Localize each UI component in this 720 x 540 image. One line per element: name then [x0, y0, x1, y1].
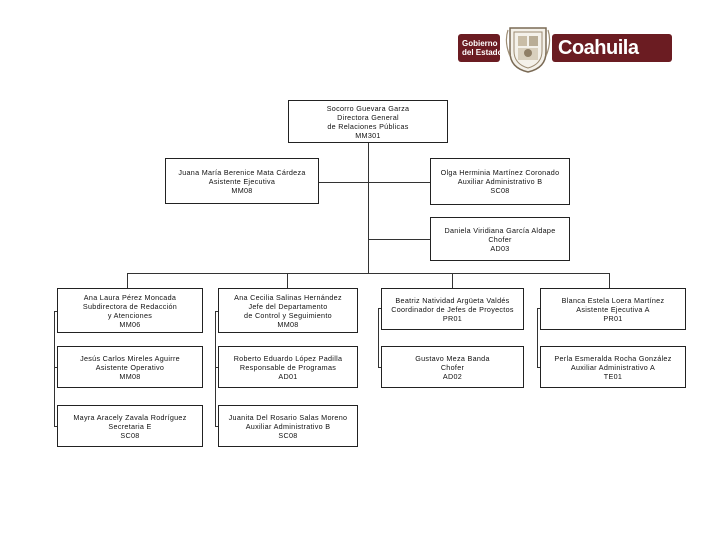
executive-assistant-a-box: Blanca Estela Loera Martínez Asistente E…: [540, 288, 686, 330]
position-code: SC08: [278, 430, 298, 440]
position-title: Chofer: [488, 234, 512, 244]
driver-box: Daniela Viridiana García Aldape Chofer A…: [430, 217, 570, 261]
col2-tick2: [215, 367, 218, 368]
position-code: SC08: [490, 186, 510, 195]
chauffeur-box: Gustavo Meza Banda Chofer AD02: [381, 346, 524, 388]
coahuila-government-logo: Gobierno del Estado Coahuila: [458, 22, 672, 74]
col4-spine: [537, 308, 538, 368]
person-name: Beatriz Natividad Argüeta Valdés: [395, 295, 510, 305]
col3-tick1: [378, 308, 381, 309]
position-title-2: y Atenciones: [107, 310, 153, 320]
position-code: AD01: [278, 371, 298, 381]
operative-assistant-box: Jesús Carlos Mireles Aguirre Asistente O…: [57, 346, 203, 388]
gobierno-del-estado-badge: Gobierno del Estado: [458, 34, 503, 62]
position-code: PR01: [603, 313, 623, 323]
position-title: Auxiliar Administrativo B: [457, 177, 543, 186]
position-code: PR01: [442, 313, 463, 323]
position-title-2: de Control y Seguimiento: [244, 310, 332, 320]
col1-drop: [127, 273, 128, 288]
position-title: Chofer: [440, 362, 465, 372]
person-name: Gustavo Meza Banda: [415, 353, 490, 363]
position-title: Directora General: [337, 112, 399, 122]
executive-assistant-box: Juana María Berenice Mata Cárdeza Asiste…: [165, 158, 319, 204]
driver-connector: [368, 239, 430, 240]
projects-coordinator-box: Beatriz Natividad Argüeta Valdés Coordin…: [381, 288, 524, 330]
administrative-assistant-b-box: Juanita Del Rosario Salas Moreno Auxilia…: [218, 405, 358, 447]
position-code: SC08: [120, 430, 140, 440]
position-title: Asistente Ejecutiva A: [576, 304, 650, 314]
position-code: MM08: [277, 319, 299, 329]
position-title: Responsable de Programas: [239, 362, 337, 372]
col1-spine: [54, 311, 55, 427]
person-name: Mayra Aracely Zavala Rodríguez: [73, 412, 187, 422]
position-code: AD02: [442, 371, 463, 381]
director-general-box: Socorro Guevara Garza Directora General …: [288, 100, 448, 143]
position-title: Jefe del Departamento: [248, 301, 328, 311]
col4-drop: [609, 273, 610, 288]
state-seal-icon: [505, 27, 551, 73]
position-title: Asistente Ejecutiva: [208, 176, 276, 186]
position-title: Asistente Operativo: [95, 362, 165, 372]
col1-tick2: [54, 367, 57, 368]
col3-spine: [378, 308, 379, 368]
col2-spine: [215, 311, 216, 427]
col1-tick1: [54, 311, 57, 312]
col2-drop: [287, 273, 288, 288]
col4-tick2: [537, 367, 540, 368]
person-name: Roberto Eduardo López Padilla: [233, 353, 343, 363]
position-title: Subdirectora de Redacción: [82, 301, 178, 311]
person-name: Juana María Berenice Mata Cárdeza: [178, 167, 306, 177]
person-name: Ana Cecilia Salinas Hernández: [234, 292, 342, 302]
administrative-assistant-a-box: Perla Esmeralda Rocha González Auxiliar …: [540, 346, 686, 388]
position-code: MM08: [119, 371, 141, 381]
programs-manager-box: Roberto Eduardo López Padilla Responsabl…: [218, 346, 358, 388]
position-title: Coordinador de Jefes de Proyectos: [391, 304, 514, 314]
secretary-box: Mayra Aracely Zavala Rodríguez Secretari…: [57, 405, 203, 447]
subdirector-box: Ana Laura Pérez Moncada Subdirectora de …: [57, 288, 203, 333]
position-code: MM301: [355, 130, 381, 140]
person-name: Perla Esmeralda Rocha González: [554, 353, 672, 363]
position-title: Auxiliar Administrativo B: [245, 421, 331, 431]
position-title-2: de Relaciones Públicas: [327, 121, 409, 131]
col3-drop: [452, 273, 453, 288]
person-name: Blanca Estela Loera Martínez: [561, 295, 665, 305]
person-name: Ana Laura Pérez Moncada: [83, 292, 177, 302]
position-code: MM06: [119, 319, 141, 329]
position-title: Secretaria E: [108, 421, 152, 431]
position-code: AD03: [490, 243, 510, 253]
col3-tick2: [378, 367, 381, 368]
person-name: Socorro Guevara Garza: [326, 103, 410, 113]
col4-tick1: [537, 308, 540, 309]
administrative-assistant-box: Olga Herminia Martínez Coronado Auxiliar…: [430, 158, 570, 205]
department-head-box: Ana Cecilia Salinas Hernández Jefe del D…: [218, 288, 358, 333]
position-code: TE01: [603, 371, 623, 381]
position-title: Auxiliar Administrativo A: [570, 362, 656, 372]
person-name: Daniela Viridiana García Aldape: [444, 225, 556, 235]
coahuila-wordmark: Coahuila: [552, 34, 672, 62]
col1-tick3: [54, 426, 57, 427]
person-name: Olga Herminia Martínez Coronado: [440, 168, 560, 177]
main-trunk-line: [368, 143, 369, 274]
person-name: Juanita Del Rosario Salas Moreno: [228, 412, 348, 422]
col2-tick1: [215, 311, 218, 312]
person-name: Jesús Carlos Mireles Aguirre: [80, 353, 180, 363]
col2-tick3: [215, 426, 218, 427]
departments-bus: [127, 273, 610, 274]
assistants-connector: [318, 182, 430, 183]
logo-line1: Gobierno: [462, 39, 498, 48]
logo-line2: del Estado: [462, 48, 503, 57]
position-code: MM08: [231, 185, 253, 195]
